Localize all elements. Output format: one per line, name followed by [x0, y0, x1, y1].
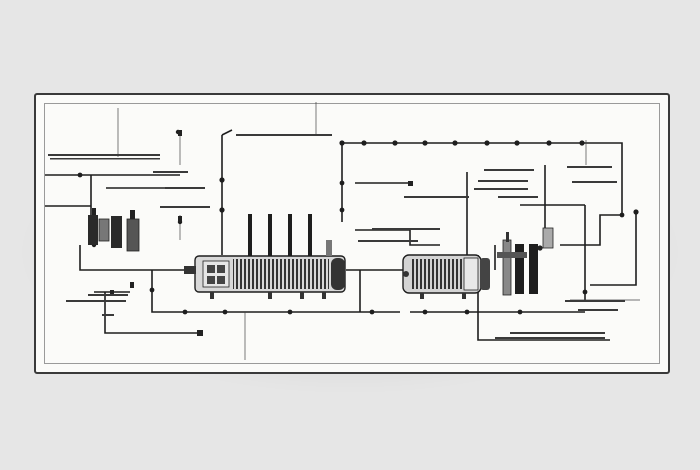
left-component-assembly [88, 208, 140, 252]
central-unit [184, 214, 346, 299]
label-scribbles [48, 134, 625, 339]
right-unit [402, 254, 490, 299]
wire-network [45, 129, 637, 341]
small-fittings [110, 130, 413, 336]
junction-dots [77, 129, 639, 315]
board-inner-frame [44, 103, 660, 364]
diagram-board [34, 93, 670, 374]
right-valve-cluster [497, 227, 554, 296]
leader-lines [117, 102, 640, 360]
